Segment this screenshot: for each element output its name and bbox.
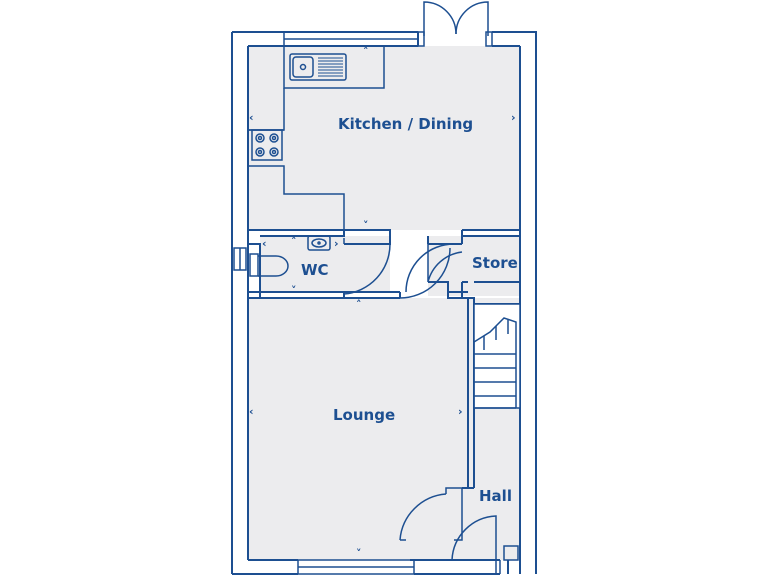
arrow-up-icon: ˄ bbox=[356, 298, 362, 311]
arrow-up-icon: ˄ bbox=[363, 45, 369, 58]
bottom-window bbox=[297, 559, 415, 575]
arrow-down-icon: ˅ bbox=[363, 219, 369, 232]
arrow-down-icon: ˅ bbox=[291, 284, 297, 297]
top-window bbox=[283, 31, 419, 47]
arrow-left-icon: ‹ bbox=[249, 405, 254, 418]
arrow-right-icon: › bbox=[334, 237, 339, 250]
kitchen-wc-wall bbox=[248, 229, 520, 245]
arrow-down-icon: ˅ bbox=[356, 547, 362, 560]
room-label-lounge: Lounge bbox=[333, 406, 396, 424]
wc-walls bbox=[248, 238, 401, 299]
toilet bbox=[249, 253, 289, 277]
room-label-kitchen-dining: Kitchen / Dining bbox=[338, 115, 474, 133]
arrow-right-icon: › bbox=[458, 405, 463, 418]
lounge-hall-door bbox=[399, 487, 463, 541]
stairs bbox=[473, 303, 521, 409]
wc-basin bbox=[307, 235, 331, 251]
lounge-floor bbox=[248, 298, 468, 560]
arrow-left-icon: ‹ bbox=[249, 111, 254, 124]
arrow-up-icon: ˄ bbox=[291, 235, 297, 248]
front-door bbox=[446, 515, 519, 574]
arrow-right-icon: › bbox=[511, 111, 516, 124]
room-label-store: Store bbox=[472, 254, 518, 272]
hob bbox=[251, 129, 283, 161]
room-label-wc: WC bbox=[301, 261, 329, 279]
sink bbox=[289, 53, 347, 81]
arrow-left-icon: ‹ bbox=[262, 237, 267, 250]
store-floor bbox=[428, 236, 520, 296]
wc-window bbox=[233, 247, 247, 271]
room-label-hall: Hall bbox=[479, 487, 512, 505]
french-doors bbox=[417, 1, 493, 47]
